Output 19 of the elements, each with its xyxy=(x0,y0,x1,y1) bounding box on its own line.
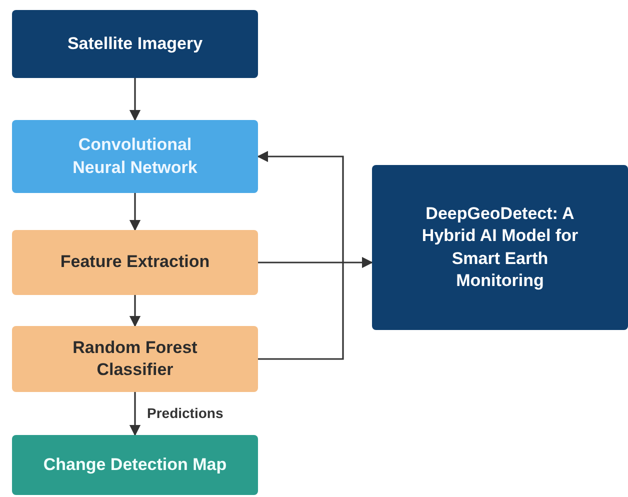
arrow xyxy=(256,150,344,360)
box-label: Change Detection Map xyxy=(43,454,227,476)
process-box xyxy=(12,230,258,295)
box-label: Feature Extraction xyxy=(60,251,210,274)
process-box xyxy=(12,326,258,392)
arrow xyxy=(258,256,374,268)
process-box xyxy=(372,165,628,330)
arrow xyxy=(129,295,141,328)
arrow xyxy=(129,392,141,436)
arrow xyxy=(129,78,141,122)
process-box xyxy=(12,10,258,78)
box-label: DeepGeoDetect: A Hybrid AI Model for Smart Earth Monitoring xyxy=(420,203,580,292)
box-label: Satellite Imagery xyxy=(67,32,203,55)
process-box xyxy=(12,435,258,495)
box-label: Convolutional Neural Network xyxy=(72,134,198,178)
box-label: Random Forest Classifier xyxy=(72,336,198,381)
edge-label: Predictions xyxy=(145,404,226,420)
process-box xyxy=(12,120,258,193)
arrow xyxy=(129,193,141,232)
